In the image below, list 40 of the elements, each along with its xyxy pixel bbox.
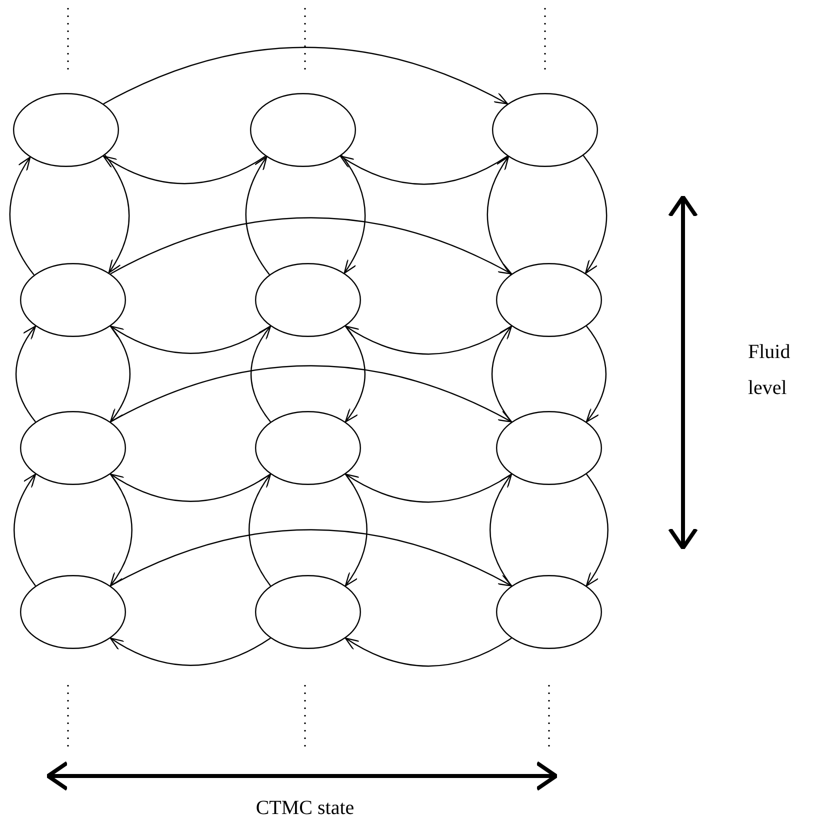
state-ellipse bbox=[255, 263, 361, 337]
arrow bbox=[110, 217, 512, 274]
arrow bbox=[490, 474, 512, 586]
arrow bbox=[103, 46, 508, 104]
arrow bbox=[110, 365, 512, 422]
state-ellipse bbox=[13, 93, 119, 167]
state-ellipse bbox=[496, 575, 602, 649]
state-ellipse bbox=[20, 575, 126, 649]
arrow bbox=[104, 154, 130, 274]
arrow bbox=[248, 474, 272, 586]
state-ellipse bbox=[492, 93, 598, 167]
arrow bbox=[14, 474, 36, 586]
arrow bbox=[340, 156, 508, 185]
state-ellipse bbox=[20, 411, 126, 485]
state-ellipse bbox=[255, 575, 361, 649]
arrow bbox=[110, 638, 271, 666]
arrow bbox=[586, 326, 606, 422]
arrow bbox=[102, 156, 266, 184]
state-ellipse bbox=[20, 263, 126, 337]
arrow bbox=[110, 474, 132, 586]
arrow bbox=[250, 326, 272, 422]
arrow bbox=[9, 156, 34, 276]
arrow bbox=[344, 474, 368, 586]
axis-label: CTMC state bbox=[254, 796, 356, 820]
arrow bbox=[586, 474, 608, 586]
arrow bbox=[492, 326, 512, 422]
arrow bbox=[110, 529, 512, 586]
arrow bbox=[110, 326, 130, 422]
state-ellipse bbox=[250, 93, 356, 167]
arrow bbox=[344, 326, 366, 422]
arrow bbox=[344, 638, 512, 667]
arrow bbox=[582, 155, 608, 274]
state-ellipse bbox=[496, 411, 602, 485]
state-ellipse bbox=[255, 411, 361, 485]
arrow bbox=[16, 326, 36, 422]
state-ellipse bbox=[496, 263, 602, 337]
axis-label: Fluid level bbox=[748, 340, 792, 401]
arrow bbox=[245, 156, 270, 275]
arrow bbox=[486, 156, 512, 275]
arrow bbox=[341, 155, 366, 274]
